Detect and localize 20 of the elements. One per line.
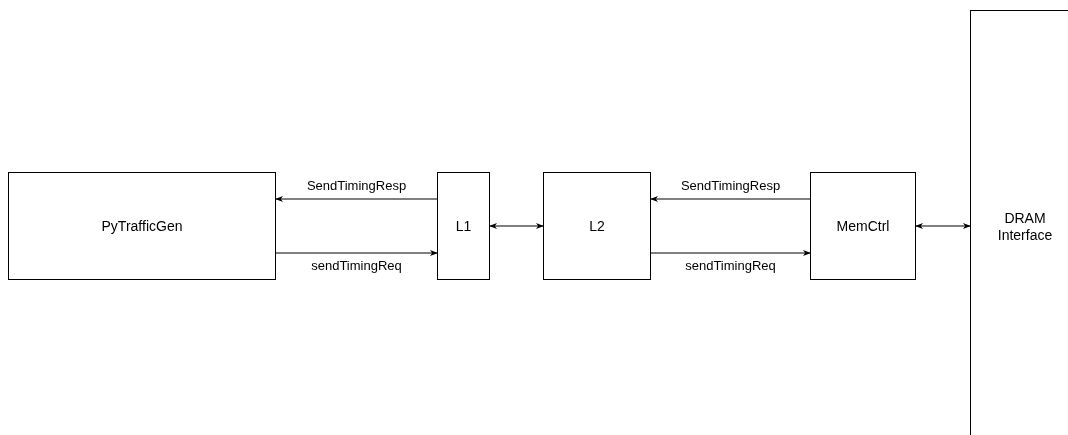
node-label: L2 bbox=[589, 217, 605, 235]
edge-label: sendTimingReq bbox=[311, 258, 402, 274]
process-box bbox=[970, 10, 1068, 435]
arrow bbox=[275, 195, 438, 203]
node-label: L1 bbox=[455, 217, 472, 235]
process-box bbox=[437, 172, 490, 280]
process-box bbox=[8, 172, 276, 280]
edge-label: sendTimingReq bbox=[685, 258, 776, 274]
arrow bbox=[275, 249, 438, 257]
double-arrow bbox=[915, 222, 971, 230]
process-box bbox=[543, 172, 651, 280]
edge-label: SendTimingResp bbox=[680, 178, 781, 194]
double-arrow bbox=[489, 222, 544, 230]
process-box bbox=[810, 172, 916, 280]
node-label: PyTrafficGen bbox=[101, 217, 183, 235]
node-label: MemCtrl bbox=[836, 217, 890, 235]
edge-label: SendTimingResp bbox=[306, 178, 407, 194]
node-label: DRAM Interface bbox=[996, 210, 1054, 244]
arrow bbox=[650, 195, 811, 203]
arrow bbox=[650, 249, 811, 257]
